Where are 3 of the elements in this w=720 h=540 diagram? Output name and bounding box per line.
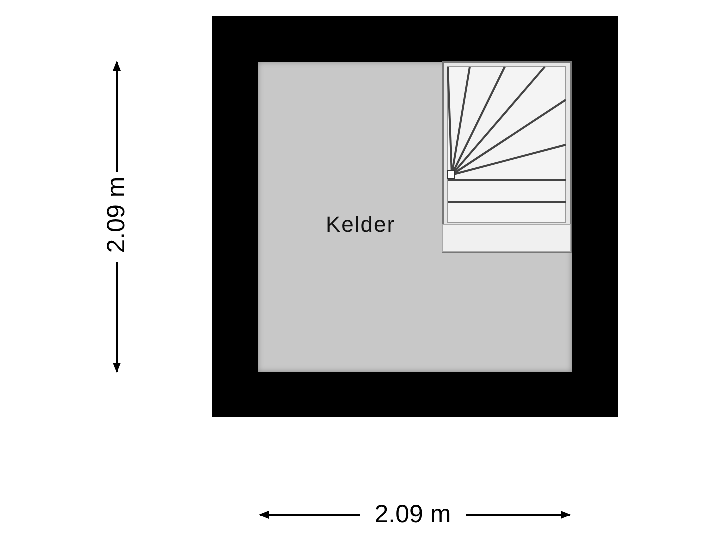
room-label: Kelder bbox=[326, 212, 396, 238]
dimension-label: 2.09 m bbox=[374, 500, 452, 530]
dimension-label: 2.09 m bbox=[102, 176, 132, 254]
